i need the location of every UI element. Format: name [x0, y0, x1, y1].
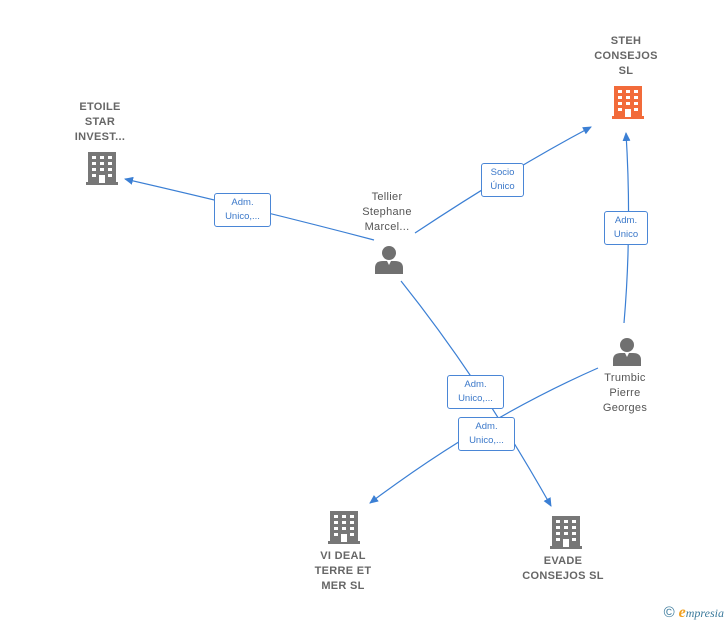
- tellier-line-3: Marcel...: [364, 221, 410, 233]
- tellier-line-1: Tellier: [371, 191, 403, 203]
- person-trumbic-label[interactable]: Trumbic Pierre Georges: [580, 371, 670, 416]
- steh-line-3: SL: [618, 65, 634, 77]
- etoile-line-3: INVEST...: [74, 131, 126, 143]
- company-evade-label[interactable]: EVADE CONSEJOS SL: [508, 554, 618, 584]
- brand-watermark: ©empresia: [664, 604, 724, 622]
- steh-line-1: STEH: [610, 35, 642, 47]
- edge-label-tellier-evade[interactable]: Adm. Unico,...: [447, 375, 504, 409]
- person-icon[interactable]: [374, 244, 404, 279]
- person-icon[interactable]: [612, 336, 642, 371]
- edge-label-trumbic-videal[interactable]: Adm. Unico,...: [458, 417, 515, 451]
- evade-line-2: CONSEJOS SL: [522, 570, 604, 582]
- company-videal-label[interactable]: VI DEAL TERRE ET MER SL: [298, 549, 388, 594]
- edge-label-tellier-etoile[interactable]: Adm. Unico,...: [214, 193, 271, 227]
- edge-label-line: Adm.: [231, 197, 254, 208]
- company-steh-label[interactable]: STEH CONSEJOS SL: [578, 34, 674, 79]
- edge-label-line: Unico,...: [469, 435, 504, 446]
- edge-label-line: Adm.: [475, 421, 498, 432]
- person-tellier-label[interactable]: Tellier Stephane Marcel...: [342, 190, 432, 235]
- etoile-line-1: ETOILE: [79, 101, 121, 113]
- building-icon[interactable]: [612, 85, 644, 124]
- building-icon[interactable]: [550, 515, 582, 554]
- building-icon[interactable]: [86, 151, 118, 190]
- videal-line-1: VI DEAL: [320, 550, 366, 562]
- copyright-icon: ©: [663, 604, 675, 621]
- edge-label-line: Unico,...: [225, 211, 260, 222]
- brand-name: mpresia: [685, 606, 724, 620]
- videal-line-3: MER SL: [321, 580, 365, 592]
- edge-label-line: Único: [490, 181, 515, 192]
- edge-label-line: Adm.: [464, 379, 487, 390]
- edge-label-trumbic-steh[interactable]: Adm. Unico: [604, 211, 648, 245]
- videal-line-2: TERRE ET: [314, 565, 372, 577]
- edge-label-tellier-steh[interactable]: Socio Único: [481, 163, 524, 197]
- tellier-line-2: Stephane: [362, 206, 412, 218]
- edge-label-line: Socio: [490, 167, 515, 178]
- trumbic-line-2: Pierre: [609, 387, 641, 399]
- edge-label-line: Unico,...: [458, 393, 493, 404]
- edge-label-line: Adm.: [614, 215, 638, 226]
- etoile-line-2: STAR: [84, 116, 116, 128]
- steh-line-2: CONSEJOS: [594, 50, 658, 62]
- building-icon[interactable]: [328, 510, 360, 549]
- evade-line-1: EVADE: [543, 555, 583, 567]
- edge-label-line: Unico: [613, 229, 639, 240]
- brand-initial: e: [678, 604, 686, 621]
- company-etoile-label[interactable]: ETOILE STAR INVEST...: [55, 100, 145, 145]
- trumbic-line-1: Trumbic: [604, 372, 646, 384]
- trumbic-line-3: Georges: [602, 402, 648, 414]
